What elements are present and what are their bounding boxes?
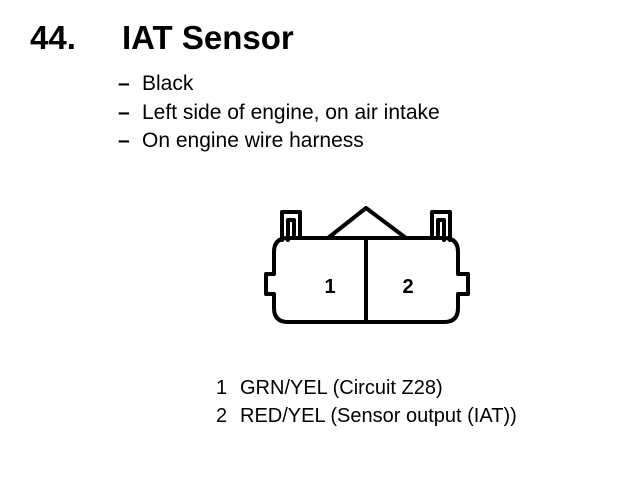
pinout-description: RED/YEL (Sensor output (IAT)) xyxy=(240,405,517,427)
pin-1-label: 1 xyxy=(324,276,335,298)
pinout-pin-number: 1 xyxy=(216,377,228,399)
right-lock-tab xyxy=(430,210,452,242)
pinout-row: 1 GRN/YEL (Circuit Z28) xyxy=(216,374,517,402)
pinout-row: 2 RED/YEL (Sensor output (IAT)) xyxy=(216,402,517,430)
pin-2-label: 2 xyxy=(402,276,413,298)
note-dash: – xyxy=(118,72,130,95)
section-number: 44. xyxy=(30,19,76,56)
note-text: Black xyxy=(142,72,194,95)
note-text: On engine wire harness xyxy=(142,129,364,152)
note-item: –Black xyxy=(118,70,440,99)
sensor-notes: –Black –Left side of engine, on air inta… xyxy=(118,70,440,156)
note-text: Left side of engine, on air intake xyxy=(142,100,440,124)
note-dash: – xyxy=(118,129,130,152)
note-item: –Left side of engine, on air intake xyxy=(118,99,440,128)
connector-body xyxy=(264,236,470,324)
section-title: IAT Sensor xyxy=(122,19,294,56)
note-item: –On engine wire harness xyxy=(118,127,440,156)
connector-diagram: 1 2 xyxy=(264,206,470,324)
left-lock-tab xyxy=(280,210,302,242)
top-wedge xyxy=(326,206,408,240)
pinout-list: 1 GRN/YEL (Circuit Z28) 2 RED/YEL (Sensor … xyxy=(216,374,517,430)
pinout-description: GRN/YEL (Circuit Z28) xyxy=(240,377,443,399)
note-dash: – xyxy=(118,100,130,124)
pinout-pin-number: 2 xyxy=(216,405,228,427)
